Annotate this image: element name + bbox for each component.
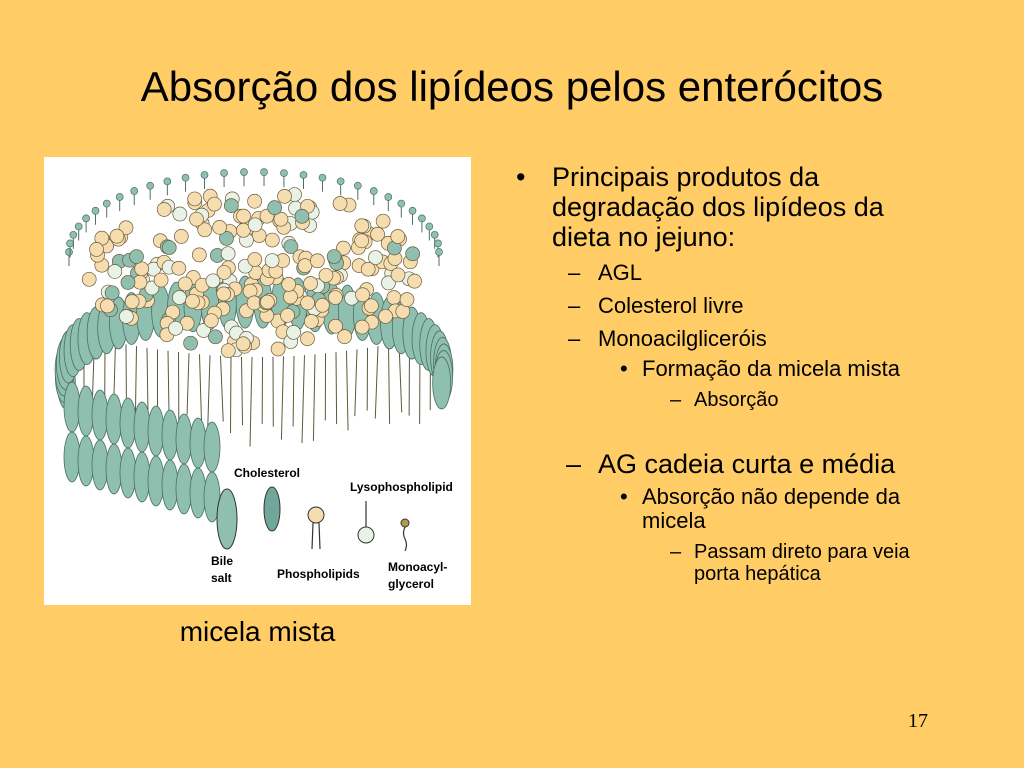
- slide-number: 17: [908, 710, 928, 732]
- label-bile-salt-line1: Bile: [211, 554, 233, 568]
- label-phospholipids: Phospholipids: [277, 567, 360, 581]
- dash-icon: –: [568, 260, 581, 285]
- dash-icon: –: [568, 326, 581, 351]
- bullet-main: • Principais produtos da degradação dos …: [510, 162, 910, 252]
- figure-caption: micela mista: [179, 616, 336, 647]
- micelle-illustration: Cholesterol Lysophospholipid Bile salt P…: [54, 168, 454, 591]
- sub-item-monoacilglicerois: – Monoacilgliceróis: [510, 326, 910, 351]
- legend-monoacylglycerol-icon: [400, 518, 410, 552]
- legend-lysophospholipid-icon: [357, 501, 375, 544]
- legend-cholesterol-icon: [263, 486, 281, 532]
- dash-icon: –: [670, 389, 682, 411]
- sub-item-text: Colesterol livre: [598, 293, 744, 318]
- sub-item-text: Formação da micela mista: [642, 356, 900, 381]
- sub-item-text: AGL: [598, 260, 643, 285]
- sub-item-text: AG cadeia curta e média: [598, 449, 896, 479]
- sub-item-text: Passam direto para veia porta hepática: [694, 541, 910, 585]
- bullet-main-text: Principais produtos da degradação dos li…: [552, 162, 884, 252]
- bullet-dot-icon: •: [620, 484, 628, 509]
- legend-bile-salt-icon: [216, 488, 238, 550]
- sub-item-text: Absorção: [694, 389, 779, 411]
- dash-icon: –: [568, 293, 581, 318]
- slide-title: Absorção dos lipídeos pelos enterócitos: [140, 63, 884, 110]
- sub-item-text: Monoacilgliceróis: [598, 326, 767, 351]
- label-monoacylglycerol-line2: glycerol: [388, 577, 434, 591]
- label-monoacylglycerol-line1: Monoacyl-: [388, 560, 447, 574]
- mixed-micelle-figure: Cholesterol Lysophospholipid Bile salt P…: [44, 157, 471, 605]
- bullet-dot-icon: •: [516, 162, 526, 192]
- bullet-list: • Principais produtos da degradação dos …: [510, 162, 910, 585]
- sub-item-absorcao-nao: • Absorção não depende da micela: [510, 485, 910, 533]
- sub-item-agl: – AGL: [510, 260, 910, 285]
- legend-phospholipid-icon: [307, 506, 325, 550]
- sub-item-colesterol: – Colesterol livre: [510, 293, 910, 318]
- label-lysophospholipid: Lysophospholipid: [350, 480, 453, 494]
- dash-icon: –: [670, 541, 682, 563]
- sub-item-ag-cadeia: – AG cadeia curta e média: [510, 449, 910, 479]
- sub-item-veia-porta: – Passam direto para veia porta hepática: [510, 541, 910, 585]
- dash-icon: –: [566, 449, 582, 479]
- sub-item-micela: • Formação da micela mista: [510, 357, 910, 381]
- label-bile-salt-line2: salt: [211, 571, 232, 585]
- bullet-dot-icon: •: [620, 356, 628, 381]
- micelle-drawing: [54, 168, 454, 523]
- sub-item-text: Absorção não depende da micela: [642, 484, 901, 533]
- sub-item-absorcao: – Absorção: [510, 389, 910, 411]
- label-cholesterol: Cholesterol: [234, 466, 300, 480]
